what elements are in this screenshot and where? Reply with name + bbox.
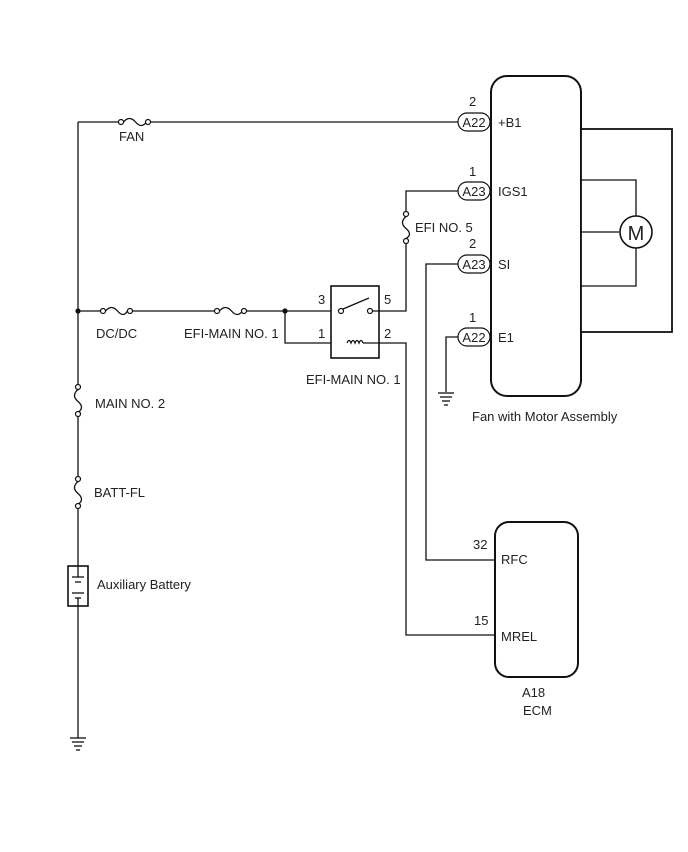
- ecm-pin-rfc: 32: [473, 537, 487, 552]
- wire-si-to-rfc: [425, 263, 495, 561]
- terminal-igs1-name: IGS1: [498, 184, 528, 199]
- fuse-efi-main1-label: EFI-MAIN NO. 1: [184, 326, 279, 341]
- ecm-pin-mrel: 15: [474, 613, 488, 628]
- wire-motor-bottom: [581, 248, 637, 287]
- wire-relay-coil-out: [363, 342, 495, 636]
- wire-motor-top: [581, 179, 637, 216]
- fuse-dcdc-label: DC/DC: [96, 326, 137, 341]
- fuse-efi-no5: [401, 210, 411, 245]
- relay-label: EFI-MAIN NO. 1: [306, 372, 401, 387]
- relay-efi-main1: [330, 285, 380, 359]
- battery-symbol: [67, 565, 89, 607]
- ecm-label: ECM: [523, 703, 552, 718]
- fuse-main2: [73, 383, 83, 418]
- relay-contact-5: [366, 307, 374, 315]
- ecm-name-mrel: MREL: [501, 629, 537, 644]
- terminal-igs1-connector: A23: [462, 184, 485, 199]
- ecm-box: [494, 521, 579, 678]
- battery-label: Auxiliary Battery: [97, 577, 191, 592]
- fuse-efi-no5-label: EFI NO. 5: [415, 220, 473, 235]
- terminal-e1-pin: 1: [469, 310, 476, 325]
- motor-symbol-label: M: [628, 223, 645, 245]
- fuse-fan-label: FAN: [119, 129, 144, 144]
- terminal-e1: A22 1 E1: [457, 310, 514, 347]
- terminal-b1-pin: 2: [469, 94, 476, 109]
- ground-symbol-battery: [70, 737, 86, 751]
- fuse-fan: [117, 117, 152, 127]
- fuse-batt-fl: [73, 475, 83, 510]
- fuse-batt-fl-label: BATT-FL: [94, 485, 145, 500]
- relay-pin-5: 5: [384, 292, 391, 307]
- terminal-igs1-pin: 1: [469, 164, 476, 179]
- relay-pin-3: 3: [318, 292, 325, 307]
- wire-relay-coil-feed: [284, 311, 347, 344]
- ecm-connector-label: A18: [522, 685, 545, 700]
- relay-pin-1: 1: [318, 326, 325, 341]
- terminal-igs1: A23 1 IGS1: [457, 164, 528, 201]
- terminal-si-connector: A23: [462, 257, 485, 272]
- ground-symbol-e1: [438, 392, 454, 406]
- wire-efino5-to-igs1: [405, 190, 458, 212]
- fuse-main2-label: MAIN NO. 2: [95, 396, 165, 411]
- relay-contact-3: [337, 307, 345, 315]
- fuse-efi-main1: [213, 306, 248, 316]
- wire-e1-to-ground: [445, 336, 458, 392]
- fan-motor-label: Fan with Motor Assembly: [472, 409, 618, 424]
- motor-symbol: [619, 215, 653, 249]
- ecm-name-rfc: RFC: [501, 552, 528, 567]
- terminal-si: A23 2 SI: [457, 236, 510, 274]
- terminal-b1-name: +B1: [498, 115, 522, 130]
- relay-coil: [346, 339, 364, 345]
- terminal-si-name: SI: [498, 257, 510, 272]
- terminal-si-pin: 2: [469, 236, 476, 251]
- terminal-b1-connector: A22: [462, 115, 485, 130]
- fuse-dcdc: [99, 306, 134, 316]
- relay-switch-blade: [342, 297, 370, 310]
- terminal-b1: A22 2 +B1: [457, 94, 522, 132]
- terminal-e1-connector: A22: [462, 330, 485, 345]
- wire-relay-to-efino5: [372, 241, 407, 312]
- terminal-e1-name: E1: [498, 330, 514, 345]
- relay-pin-2: 2: [384, 326, 391, 341]
